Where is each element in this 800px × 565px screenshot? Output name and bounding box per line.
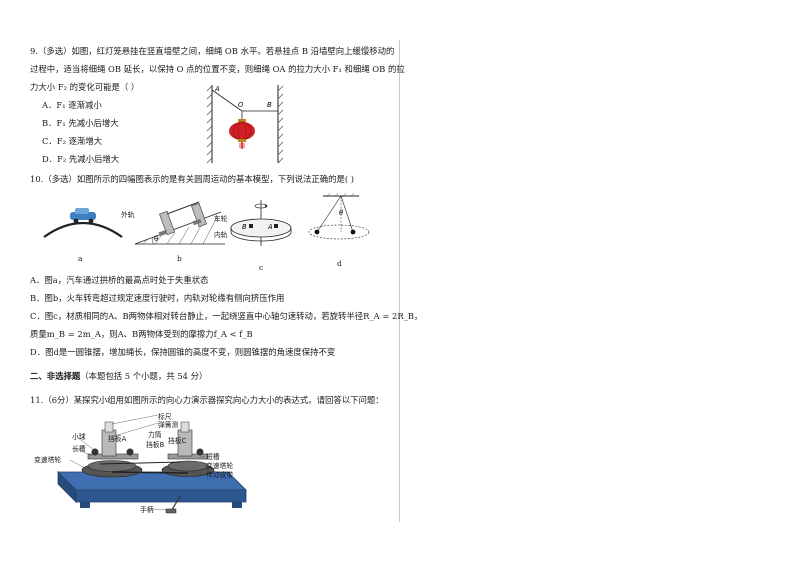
q9-lantern-figure: A O B xyxy=(206,85,284,164)
q11-label-changcao: 长槽 xyxy=(72,445,86,453)
q10-option-b: B．图b，火车转弯超过规定速度行驶时，内轨对轮缘有侧向挤压作用 xyxy=(30,293,285,303)
q10-figure-b: θ xyxy=(134,201,225,245)
q10-stem: 10.（多选）如图所示的四幅图表示的是有关圆周运动的基本模型，下列说法正确的是(… xyxy=(30,174,355,184)
section2-title: 二、非选择题 xyxy=(30,371,81,381)
q11-label-duancao: 短槽 xyxy=(206,453,220,461)
q10b-label-outer: 外轨 xyxy=(121,211,135,219)
q11-label-dangban-c: 挡板C xyxy=(168,437,187,445)
q10-option-c-line1: C．图c，材质相同的A、B两物体相对转台静止，一起绕竖直中心轴匀速转动，若旋转半… xyxy=(30,311,423,321)
q9-option-c: C．F₂ 逐渐增大 xyxy=(42,136,103,146)
q10c-label-b: B xyxy=(242,223,247,231)
q10-option-d: D．图d是一圆锥摆，增加绳长，保持圆锥的高度不变，则圆锥摆的角速度保持不变 xyxy=(30,347,336,357)
q10-figure-d: θ xyxy=(308,192,370,240)
q11-label-dangban-a: 挡板A xyxy=(108,435,127,443)
q10-caption-d: d xyxy=(337,259,342,268)
q9-option-d: D．F₂ 先减小后增大 xyxy=(42,154,120,164)
q9-stem-line2: 过程中，适当将细绳 OB 延长，以保持 O 点的位置不变，则细绳 OA 的拉力大… xyxy=(30,64,405,74)
q11-label-tanhuang: 弹簧测 xyxy=(158,421,179,429)
q11-label-chuandong: 传动皮带 xyxy=(206,471,234,479)
q11-stem: 11.（6分）某探究小组用如图所示的向心力演示器探究向心力大小的表达式。请回答以… xyxy=(30,395,384,405)
q11-label-biaochi: 标尺 xyxy=(158,413,172,421)
q9-stem-line3: 力大小 F₂ 的变化可能是（ ） xyxy=(30,82,140,92)
q10-caption-b: b xyxy=(177,254,182,263)
q10-option-c-line2: 质量m_B = 2m_A，则A、B两物体受到的摩擦力f_A < f_B xyxy=(30,329,253,339)
q9-label-a: A xyxy=(214,85,220,93)
q10-option-a: A．图a，汽车通过拱桥的最高点时处于失重状态 xyxy=(30,275,209,285)
q10d-theta: θ xyxy=(339,209,344,217)
q9-option-a: A．F₁ 逐渐减小 xyxy=(42,100,102,110)
q10b-label-wheel: 车轮 xyxy=(214,215,228,223)
q9-label-o: O xyxy=(238,101,244,109)
q10-figure-a xyxy=(43,208,123,238)
column-divider xyxy=(399,40,400,522)
q11-label-shoubing: 手柄 xyxy=(140,506,154,514)
q10b-label-inner: 内轨 xyxy=(214,231,228,239)
q11-label-xiaoqiu: 小球 xyxy=(72,433,86,441)
q9-option-b: B．F₁ 先减小后增大 xyxy=(42,118,119,128)
q11-label-bianshuta-left: 变速塔轮 xyxy=(34,456,62,464)
q11-label-lichou: 力筒 xyxy=(148,431,162,439)
q10-caption-c: c xyxy=(259,263,264,272)
section2-heading: 二、非选择题（本题包括 5 个小题，共 54 分） xyxy=(30,371,207,382)
q10b-theta: θ xyxy=(154,235,158,243)
q11-label-dangban-b: 挡板B xyxy=(146,441,165,449)
q11-apparatus-figure xyxy=(57,414,247,514)
section2-note: （本题包括 5 个小题，共 54 分） xyxy=(80,371,208,381)
q10-figure-c: B A xyxy=(230,200,292,246)
q10-caption-a: a xyxy=(78,254,83,263)
q10c-label-a: A xyxy=(267,223,273,231)
q9-stem-line1: 9.（多选）如图，红灯笼悬挂在竖直墙壁之间，细绳 OB 水平。若悬挂点 B 沿墙… xyxy=(30,46,395,56)
q9-label-b: B xyxy=(267,101,272,109)
q11-label-bianshuta-right: 变速塔轮 xyxy=(206,462,234,470)
